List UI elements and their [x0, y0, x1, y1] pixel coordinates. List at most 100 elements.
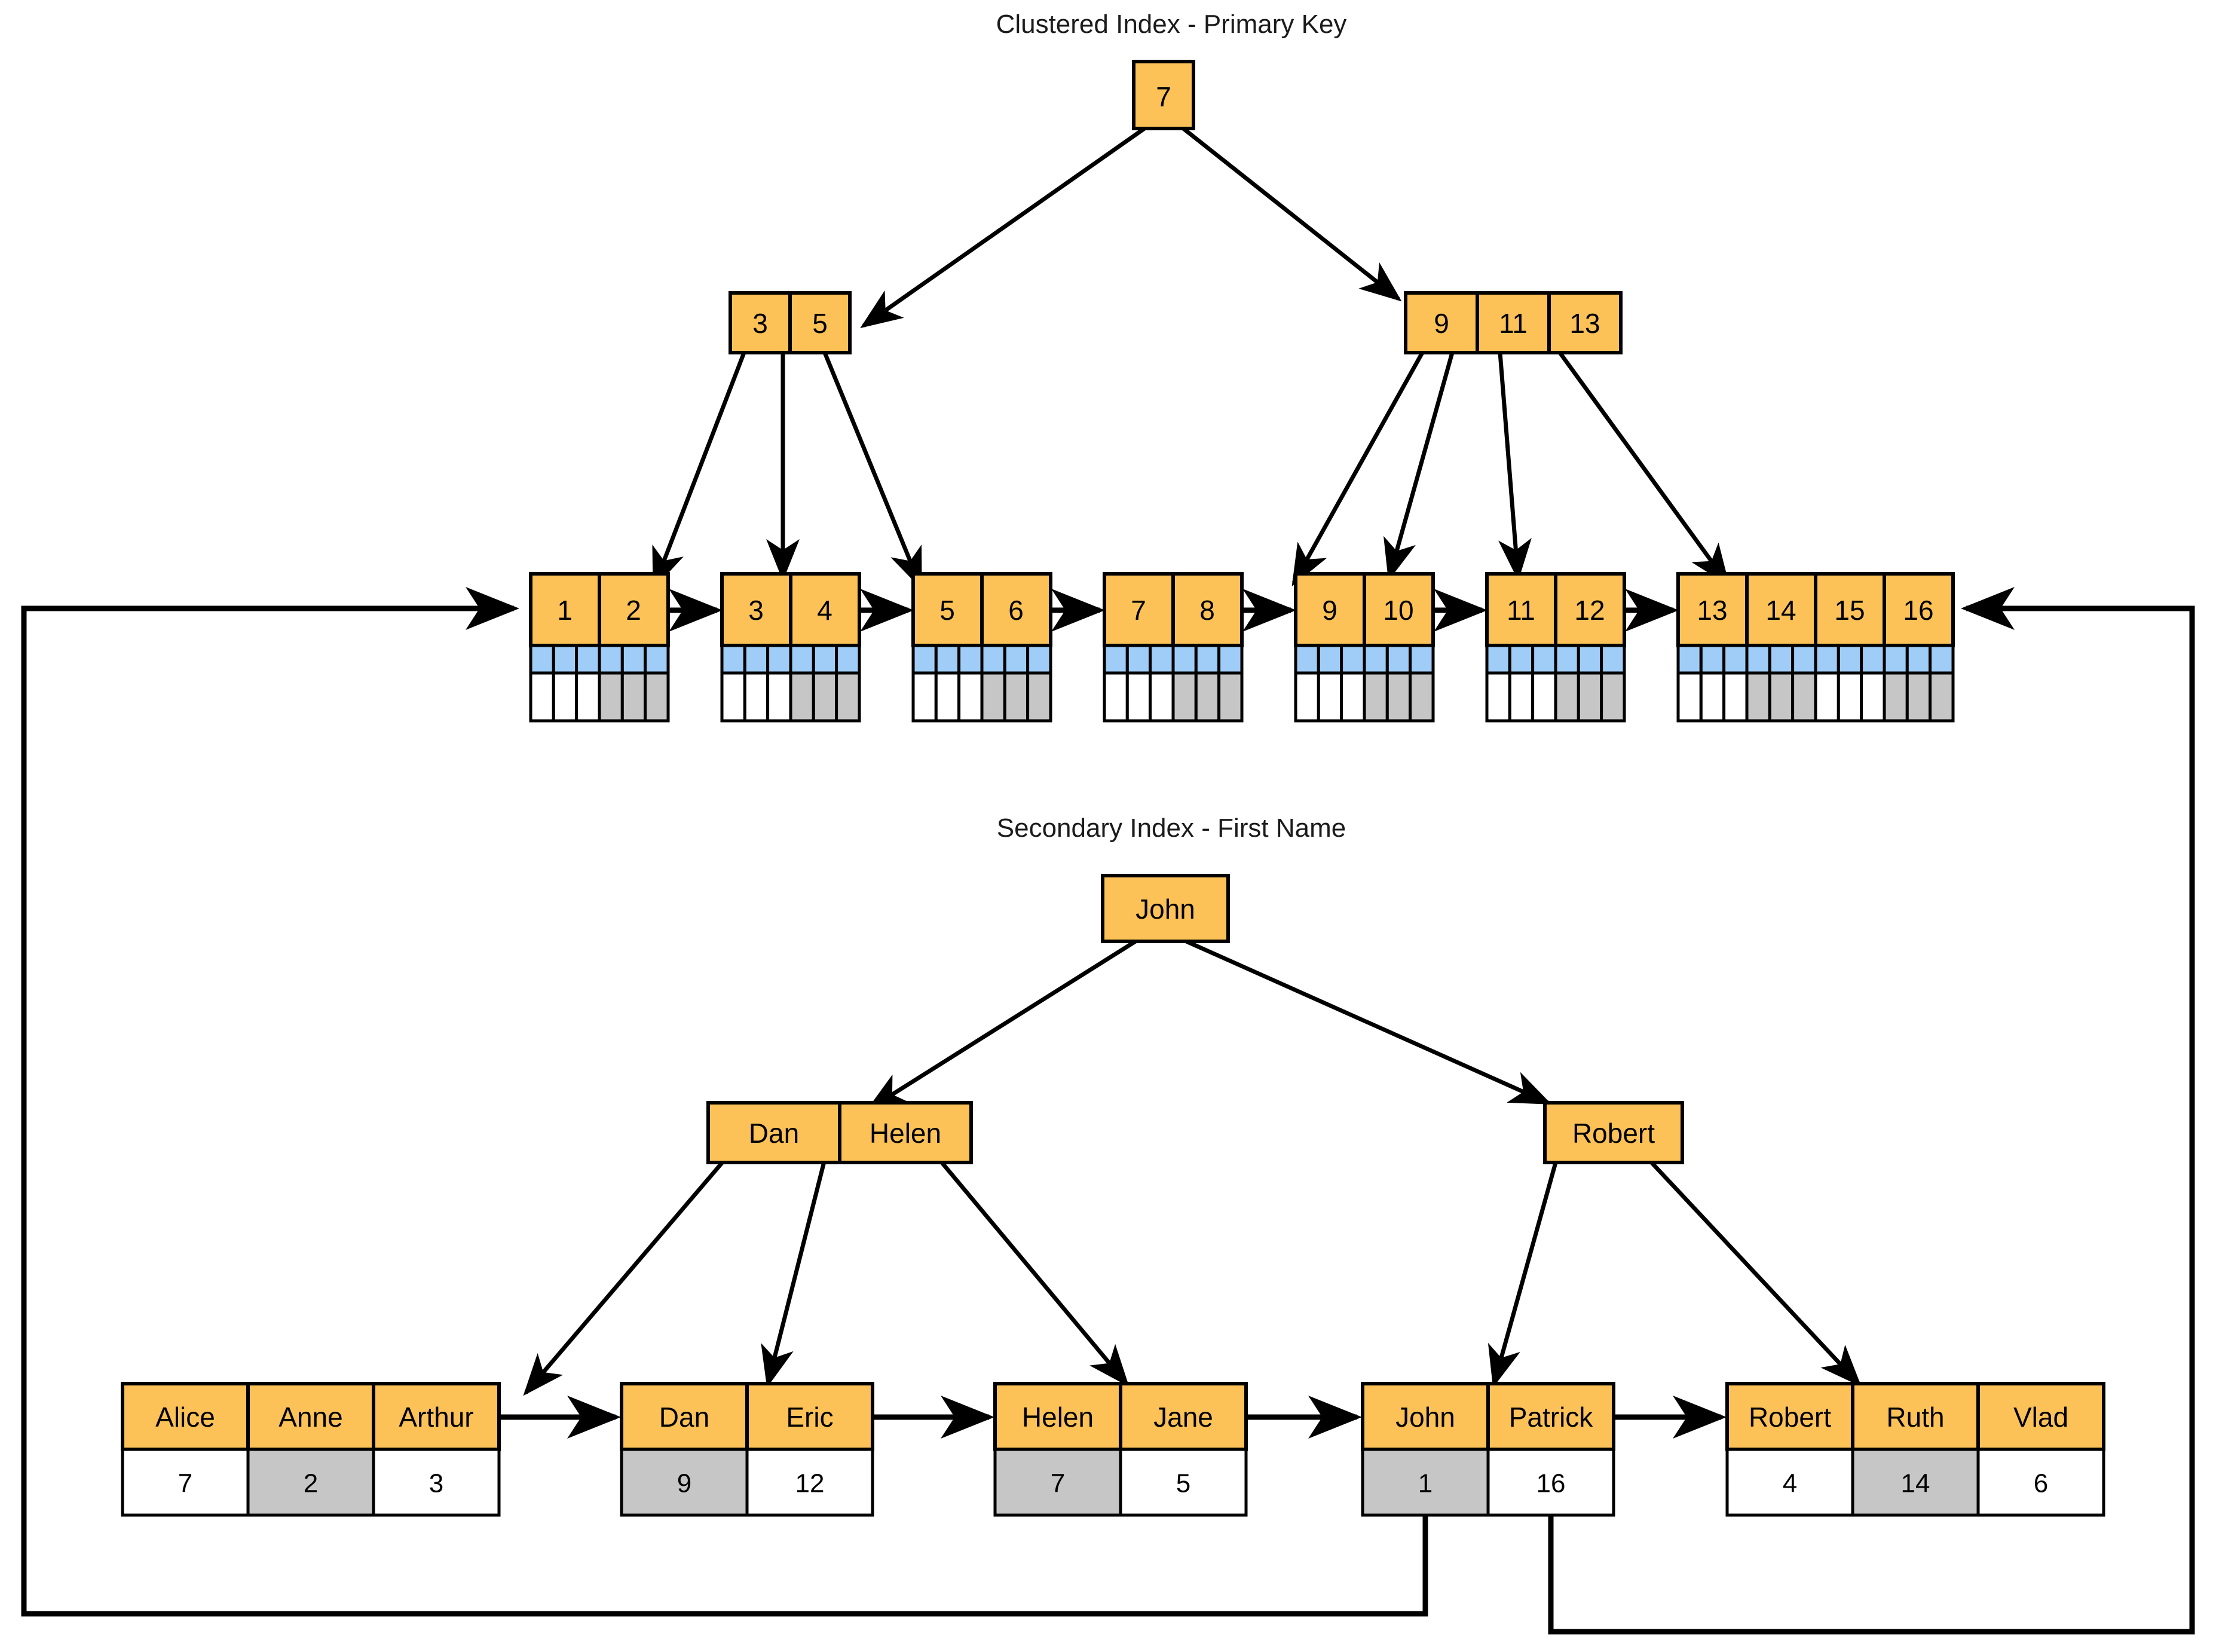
clustered-internal-node-0[interactable]: 3 5 [729, 291, 852, 354]
leaf-pointer-cell [1976, 1448, 2105, 1517]
leaf-key: 7 [1131, 595, 1146, 626]
leaf-pointer: 2 [304, 1469, 318, 1498]
clustered-root-node[interactable]: 7 [1132, 60, 1195, 130]
edge-sl-leaf1 [761, 1147, 830, 1388]
leaf-pointer-cell [620, 1448, 749, 1517]
edge-sroot-to-right [1185, 939, 1552, 1105]
leaf-key: 5 [939, 595, 955, 626]
leaf-pointer-cell [745, 1448, 874, 1517]
secondary-root-edges [866, 939, 1552, 1111]
leaf-key: 16 [1903, 595, 1933, 626]
edge-sl-leaf2 [928, 1146, 1130, 1387]
leaf-pointer-cell [1486, 1448, 1615, 1517]
leaf-key: Ruth [1886, 1402, 1944, 1433]
leaf-key: 13 [1697, 595, 1727, 626]
leaf-key: Dan [659, 1402, 709, 1433]
edge-l1-leaf1 [652, 351, 746, 590]
leaf-key: Anne [278, 1402, 342, 1433]
edge-r1-leaf5 [1384, 352, 1455, 581]
leaf-key: 3 [748, 595, 764, 626]
record-row-blue [1485, 644, 1626, 675]
secondary-leaf-0[interactable]: Alice Anne Arthur 7 2 3 [121, 1382, 501, 1517]
leaf-key: 6 [1008, 595, 1024, 626]
edge-r1-leaf6 [1498, 352, 1532, 581]
lookup-connector-john-to-pk1 [21, 587, 1428, 1617]
edge-r1-leaf7 [1558, 351, 1730, 586]
leaf-pointer-cell [993, 1448, 1122, 1517]
node-key: Helen [870, 1118, 941, 1149]
node-key: 9 [1434, 308, 1449, 339]
leaf-pointer: 3 [429, 1469, 443, 1498]
clustered-internal-right-edges [1291, 351, 1730, 587]
leaf-key: 9 [1322, 595, 1337, 626]
secondary-leaf-4[interactable]: Robert Ruth Vlad 4 14 6 [1725, 1382, 2105, 1517]
clustered-leaf-4[interactable]: 9 10 [1294, 572, 1435, 723]
edge-sr-leaf4 [1636, 1146, 1862, 1387]
record-row-pointer [1485, 671, 1626, 723]
leaf-pointer: 7 [178, 1469, 192, 1498]
clustered-leaf-0[interactable]: 1 2 [529, 572, 670, 723]
leaf-key: Patrick [1509, 1402, 1594, 1433]
leaf-pointer: 14 [1901, 1469, 1930, 1498]
leaf-key: 4 [817, 595, 832, 626]
record-row-blue [1676, 644, 1955, 675]
leaf-pointer-cell [1361, 1448, 1490, 1517]
leaf-pointer-cell [121, 1448, 250, 1517]
record-row-pointer [911, 671, 1052, 723]
edge-r1-leaf4 [1291, 351, 1425, 587]
leaf-pointer: 12 [795, 1469, 825, 1498]
clustered-leaf-3[interactable]: 7 8 [1103, 572, 1244, 723]
edge-sl-leaf0 [523, 1146, 737, 1396]
node-key: 5 [812, 308, 828, 339]
clustered-leaf-1[interactable]: 3 4 [720, 572, 861, 723]
leaf-key: 10 [1383, 595, 1413, 626]
edge-sroot-to-left [866, 940, 1137, 1111]
secondary-internal-right-edges [1487, 1146, 1862, 1388]
secondary-internal-left-edges [523, 1146, 1130, 1396]
leaf-pointer: 16 [1536, 1469, 1566, 1498]
node-key: 13 [1569, 308, 1600, 339]
edge-root-to-right [1182, 127, 1402, 302]
leaf-pointer: 9 [677, 1469, 691, 1498]
clustered-leaf-5[interactable]: 11 12 [1485, 572, 1626, 723]
clustered-internal-left-edges [652, 351, 923, 590]
node-key: John [1135, 894, 1195, 925]
secondary-internal-node-0[interactable]: Dan Helen [706, 1101, 973, 1164]
leaf-key: 11 [1507, 595, 1535, 626]
node-key: 7 [1156, 81, 1171, 112]
leaf-key: Robert [1749, 1402, 1831, 1433]
clustered-root-edges [860, 127, 1402, 329]
secondary-index-title: Secondary Index - First Name [997, 813, 1346, 843]
leaf-key: Eric [786, 1402, 833, 1433]
clustered-leaf-2[interactable]: 5 6 [911, 572, 1052, 723]
leaf-pointer: 5 [1176, 1469, 1190, 1498]
leaf-key: Helen [1022, 1402, 1094, 1433]
secondary-leaf-3[interactable]: John Patrick 1 16 [1361, 1382, 1615, 1517]
leaf-key: 2 [626, 595, 641, 626]
lookup-connector-patrick-to-pk16 [1548, 587, 2195, 1635]
edge-l1-leaf3 [822, 351, 923, 590]
leaf-key: 15 [1834, 595, 1865, 626]
leaf-key: Alice [155, 1402, 215, 1433]
edge-root-to-left [860, 127, 1146, 329]
leaf-key: John [1395, 1402, 1455, 1433]
leaf-pointer-cell [1851, 1448, 1980, 1517]
leaf-pointer: 7 [1051, 1469, 1065, 1498]
secondary-root-node[interactable]: John [1101, 874, 1230, 943]
leaf-pointer: 1 [1418, 1469, 1433, 1498]
secondary-internal-node-1[interactable]: Robert [1543, 1101, 1684, 1164]
secondary-leaf-2[interactable]: Helen Jane 7 5 [993, 1382, 1248, 1517]
record-row-blue [529, 644, 670, 675]
leaf-pointer: 4 [1783, 1469, 1797, 1498]
leaf-key: 8 [1199, 595, 1215, 626]
clustered-internal-node-1[interactable]: 9 11 13 [1404, 291, 1623, 354]
record-row-pointer [720, 671, 861, 723]
secondary-leaf-1[interactable]: Dan Eric 9 12 [620, 1382, 874, 1517]
record-row-blue [1294, 644, 1435, 675]
clustered-index-title: Clustered Index - Primary Key [996, 10, 1347, 39]
leaf-key: Vlad [2013, 1402, 2068, 1433]
leaf-pointer: 6 [2034, 1469, 2048, 1498]
clustered-leaf-6[interactable]: 13 14 15 16 [1676, 572, 1955, 723]
